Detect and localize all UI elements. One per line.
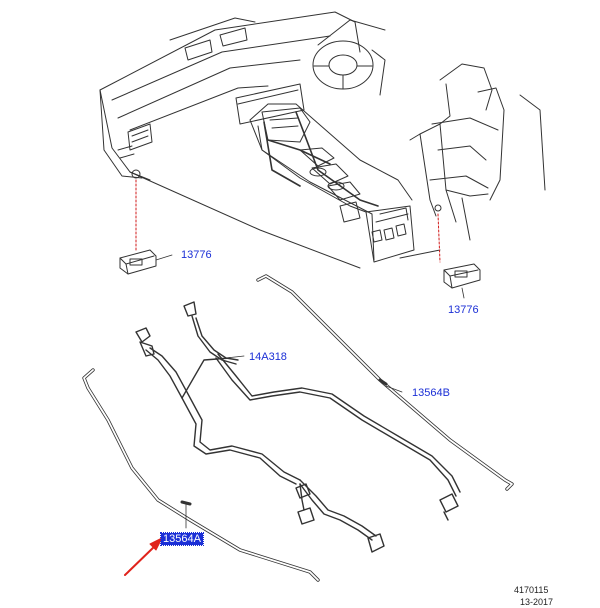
- module-13776-left: [119, 249, 173, 275]
- cable-13564A: [82, 368, 320, 582]
- callout-13564A: 13564A: [160, 532, 204, 546]
- reference-number: 4170115: [514, 585, 549, 595]
- callout-13564B: 13564B: [412, 387, 450, 399]
- harness-14A318: [135, 301, 461, 553]
- callout-13776-left: 13776: [181, 249, 212, 261]
- red-pointer-arrow-icon: [124, 537, 163, 576]
- reference-date: 13-2017: [520, 597, 554, 607]
- leader-lines: [135, 179, 441, 263]
- callout-13776-right: 13776: [448, 304, 479, 316]
- callout-14A318: 14A318: [249, 351, 287, 363]
- vehicle-interior-illustration: [99, 11, 546, 269]
- module-13776-right: [443, 263, 481, 299]
- cable-13564B: [256, 274, 514, 491]
